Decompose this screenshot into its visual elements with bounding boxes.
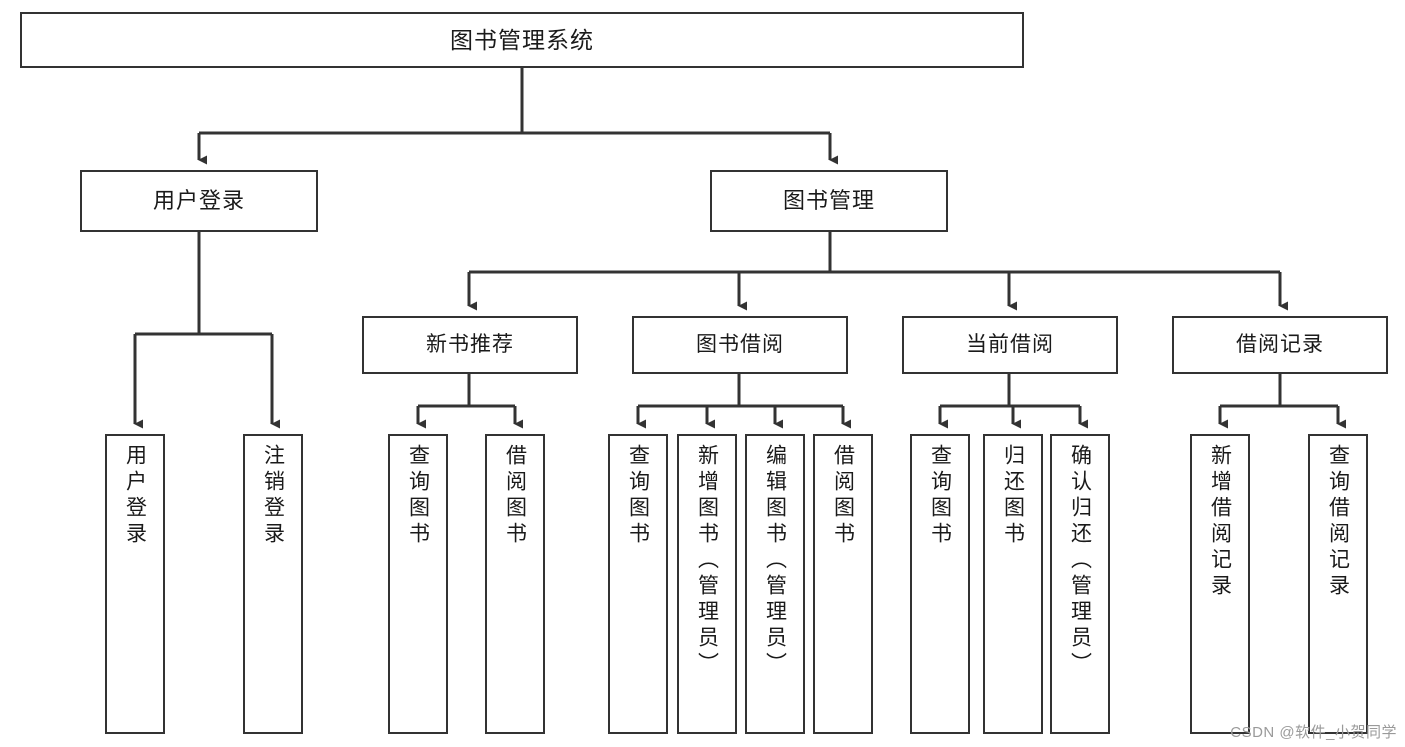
node-leaf-logout[interactable]: 注销登录 bbox=[243, 434, 303, 734]
node-label: 用户登录 bbox=[123, 444, 147, 548]
node-user-login[interactable]: 用户登录 bbox=[80, 170, 318, 232]
node-leaf-borrow-book-recommend[interactable]: 借阅图书 bbox=[485, 434, 545, 734]
node-label: 查询图书 bbox=[928, 444, 952, 548]
node-label: 当前借阅 bbox=[966, 332, 1054, 356]
node-label: 图书管理 bbox=[782, 188, 875, 214]
node-leaf-add-borrow-record[interactable]: 新增借阅记录 bbox=[1190, 434, 1250, 734]
node-label: 借阅记录 bbox=[1236, 332, 1324, 356]
node-label: 借阅图书 bbox=[503, 444, 527, 548]
node-label: 注销登录 bbox=[261, 444, 285, 548]
node-book-borrow[interactable]: 图书借阅 bbox=[632, 316, 848, 374]
node-leaf-edit-book-admin[interactable]: 编辑图书（管理员） bbox=[745, 434, 805, 734]
node-leaf-query-book-recommend[interactable]: 查询图书 bbox=[388, 434, 448, 734]
node-label: 确认归还（管理员） bbox=[1068, 444, 1092, 678]
node-leaf-borrow-book[interactable]: 借阅图书 bbox=[813, 434, 873, 734]
node-label: 新书推荐 bbox=[426, 332, 514, 356]
node-leaf-return-book[interactable]: 归还图书 bbox=[983, 434, 1043, 734]
node-label: 新增图书（管理员） bbox=[695, 444, 719, 678]
node-label: 图书管理系统 bbox=[450, 26, 594, 53]
node-new-book-recommend[interactable]: 新书推荐 bbox=[362, 316, 578, 374]
node-label: 用户登录 bbox=[152, 188, 245, 214]
node-book-management[interactable]: 图书管理 bbox=[710, 170, 948, 232]
node-root-system[interactable]: 图书管理系统 bbox=[20, 12, 1024, 68]
node-leaf-user-login[interactable]: 用户登录 bbox=[105, 434, 165, 734]
node-label: 编辑图书（管理员） bbox=[763, 444, 787, 678]
node-label: 查询图书 bbox=[406, 444, 430, 548]
node-label: 查询借阅记录 bbox=[1326, 444, 1350, 600]
node-leaf-query-book-current[interactable]: 查询图书 bbox=[910, 434, 970, 734]
node-label: 借阅图书 bbox=[831, 444, 855, 548]
node-leaf-confirm-return-admin[interactable]: 确认归还（管理员） bbox=[1050, 434, 1110, 734]
node-label: 图书借阅 bbox=[696, 332, 784, 356]
watermark-text: CSDN @软件_小贺同学 bbox=[1230, 724, 1397, 741]
node-leaf-add-book-admin[interactable]: 新增图书（管理员） bbox=[677, 434, 737, 734]
node-borrow-record[interactable]: 借阅记录 bbox=[1172, 316, 1388, 374]
node-label: 归还图书 bbox=[1001, 444, 1025, 548]
node-label: 查询图书 bbox=[626, 444, 650, 548]
node-leaf-query-book-borrow[interactable]: 查询图书 bbox=[608, 434, 668, 734]
node-current-borrow[interactable]: 当前借阅 bbox=[902, 316, 1118, 374]
node-label: 新增借阅记录 bbox=[1208, 444, 1232, 600]
node-leaf-query-borrow-record[interactable]: 查询借阅记录 bbox=[1308, 434, 1368, 734]
